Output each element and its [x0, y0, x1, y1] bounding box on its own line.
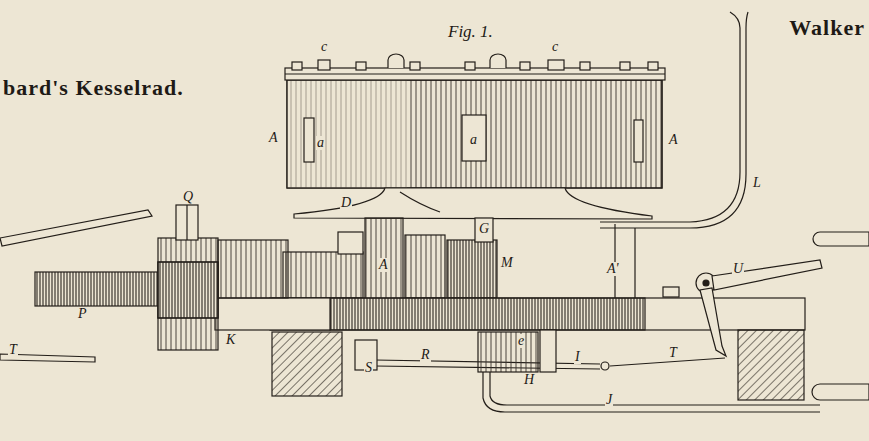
part-letter: P: [77, 307, 88, 321]
part-letter: c: [320, 40, 328, 54]
heading: Walker: [788, 17, 866, 39]
part-letter: U: [732, 262, 744, 276]
part-letter: A: [268, 131, 279, 145]
part-letter: a: [316, 136, 325, 150]
part-letter: R: [420, 348, 431, 362]
part-letter: c: [551, 40, 559, 54]
part-letter: G: [478, 222, 490, 236]
part-letter: H: [523, 373, 535, 387]
part-letter: A': [606, 262, 620, 276]
part-letter: e: [517, 334, 525, 348]
part-letter: J: [605, 393, 613, 407]
part-letter: D: [340, 196, 352, 210]
part-letter: M: [500, 256, 514, 270]
part-letter: T: [668, 346, 678, 360]
part-letter: S: [364, 361, 373, 375]
part-letter: K: [225, 333, 236, 347]
part-letter: I: [574, 350, 581, 364]
part-letter: a: [469, 133, 478, 147]
part-letter: L: [752, 176, 762, 190]
part-letter: T: [8, 343, 18, 357]
part-letter: A: [378, 258, 389, 272]
heading: bard's Kesselrad.: [2, 77, 185, 99]
part-letter: Q: [182, 190, 194, 204]
part-letter: A: [668, 133, 679, 147]
figure-number: Fig. 1.: [447, 23, 494, 40]
